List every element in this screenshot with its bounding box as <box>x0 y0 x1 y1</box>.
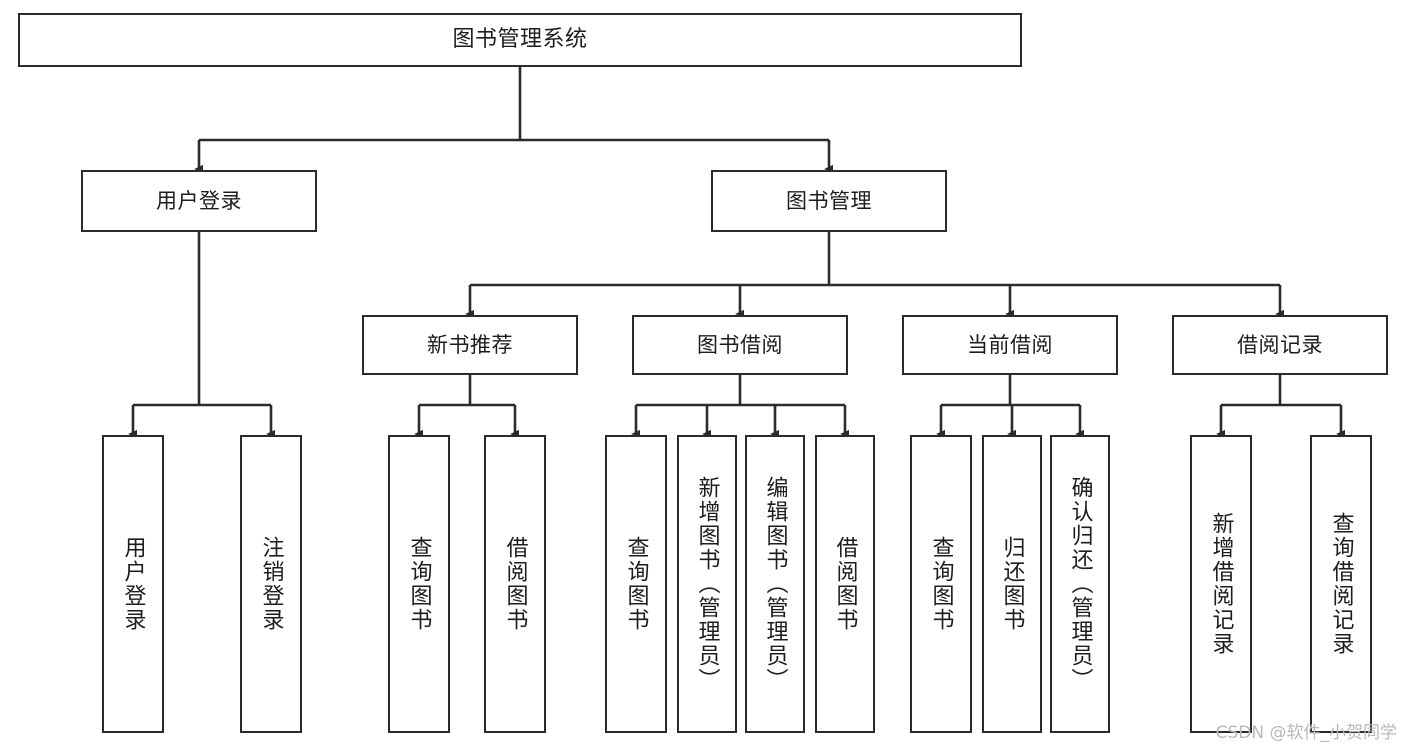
node-leaf1[interactable]: 用户登录 <box>102 435 164 733</box>
node-leaf12[interactable]: 新增借阅记录 <box>1190 435 1252 733</box>
node-label: 查询图书 <box>928 536 954 632</box>
node-label: 新增图书（管理员） <box>694 476 720 692</box>
node-leaf4[interactable]: 借阅图书 <box>484 435 546 733</box>
node-leaf6[interactable]: 新增图书（管理员） <box>677 435 737 733</box>
csdn-watermark: CSDN @软件_小贺同学 <box>1215 723 1397 743</box>
node-label: 新增借阅记录 <box>1208 512 1234 656</box>
node-label: 用户登录 <box>156 188 242 213</box>
node-root[interactable]: 图书管理系统 <box>18 13 1022 67</box>
node-label: 查询图书 <box>406 536 432 632</box>
node-label: 查询借阅记录 <box>1328 512 1354 656</box>
node-leaf5[interactable]: 查询图书 <box>605 435 667 733</box>
node-label: 用户登录 <box>120 536 146 632</box>
node-label: 图书管理 <box>786 188 872 213</box>
node-label: 查询图书 <box>623 536 649 632</box>
node-label: 注销登录 <box>258 536 284 632</box>
node-label: 归还图书 <box>999 536 1025 632</box>
node-label: 编辑图书（管理员） <box>762 476 788 692</box>
node-leaf10[interactable]: 归还图书 <box>982 435 1042 733</box>
node-label: 图书管理系统 <box>452 27 588 53</box>
node-leaf11[interactable]: 确认归还（管理员） <box>1050 435 1110 733</box>
node-l3a[interactable]: 新书推荐 <box>362 315 578 375</box>
node-l3b[interactable]: 图书借阅 <box>632 315 848 375</box>
node-label: 当前借阅 <box>967 332 1053 357</box>
node-label: 图书借阅 <box>697 332 783 357</box>
node-l2a[interactable]: 用户登录 <box>81 170 317 232</box>
node-leaf3[interactable]: 查询图书 <box>388 435 450 733</box>
node-label: 借阅记录 <box>1237 332 1323 357</box>
node-label: 借阅图书 <box>502 536 528 632</box>
node-leaf7[interactable]: 编辑图书（管理员） <box>745 435 805 733</box>
node-l2b[interactable]: 图书管理 <box>711 170 947 232</box>
node-l3c[interactable]: 当前借阅 <box>902 315 1118 375</box>
node-leaf9[interactable]: 查询图书 <box>910 435 972 733</box>
node-label: 确认归还（管理员） <box>1067 476 1093 692</box>
node-label: 借阅图书 <box>832 536 858 632</box>
node-label: 新书推荐 <box>427 332 513 357</box>
node-leaf8[interactable]: 借阅图书 <box>815 435 875 733</box>
node-leaf2[interactable]: 注销登录 <box>240 435 302 733</box>
node-leaf13[interactable]: 查询借阅记录 <box>1310 435 1372 733</box>
node-l3d[interactable]: 借阅记录 <box>1172 315 1388 375</box>
